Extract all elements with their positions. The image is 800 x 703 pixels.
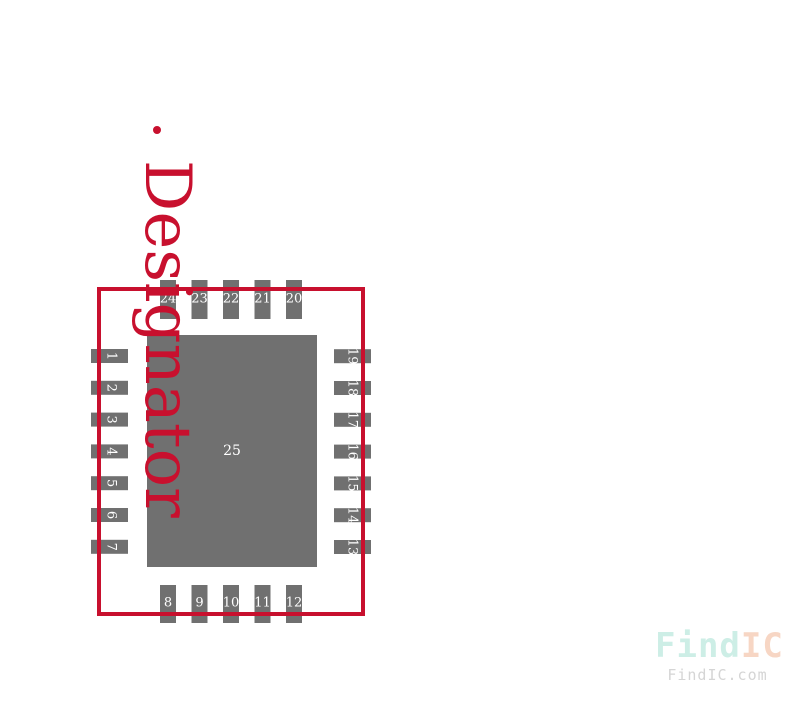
pin-label-12: 12 [286,596,303,611]
pin-label-16: 16 [345,443,360,460]
pin-label-21: 21 [254,292,271,307]
pin-label-23: 23 [191,292,208,307]
pin-label-4: 4 [104,447,119,455]
pin-label-6: 6 [104,511,119,519]
pin-label-15: 15 [345,475,360,492]
logo-ic-text: IC [740,626,784,666]
outline-layer: Designator [97,126,365,616]
pin-label-2: 2 [104,384,119,392]
pin-label-5: 5 [104,479,119,487]
pin-label-18: 18 [345,380,360,397]
pin-label-24: 24 [160,292,177,307]
center-thermal-pad [147,335,317,567]
pin-label-10: 10 [223,596,240,611]
component-outline [97,287,365,616]
center-pad-label: 25 [223,443,241,459]
designator-text: Designator [130,160,204,518]
watermark-url: FindIC.com [667,666,768,684]
pin-label-13: 13 [345,539,360,556]
pin-label-7: 7 [104,543,119,551]
pin-label-19: 19 [345,348,360,365]
pin-label-8: 8 [164,596,172,611]
pin-label-17: 17 [345,412,360,429]
pin-label-20: 20 [286,292,303,307]
pin-label-11: 11 [254,596,271,611]
pin-label-9: 9 [195,596,203,611]
pin1-marker-dot [153,126,161,134]
logo-find-text: Find [655,626,741,666]
findic-logo: FindIC [655,626,783,666]
pin-label-14: 14 [345,507,360,524]
findic-watermark: FindIC FindIC.com [655,626,783,684]
pin-label-3: 3 [104,415,119,423]
pin-label-22: 22 [223,292,240,307]
pin-label-1: 1 [104,352,119,360]
